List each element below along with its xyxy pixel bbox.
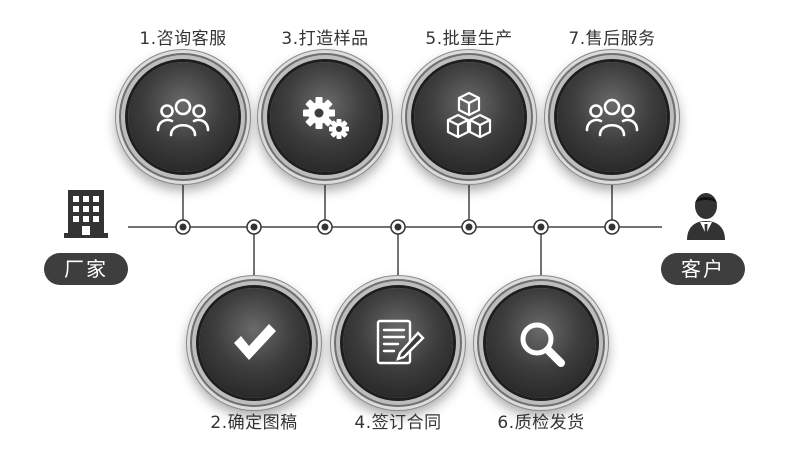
node-dot xyxy=(175,219,191,235)
step-6-circle xyxy=(486,288,596,398)
step-2-circle xyxy=(199,288,309,398)
factory-pill: 厂家 xyxy=(44,253,128,285)
users-icon xyxy=(585,98,639,137)
node-dot xyxy=(246,219,262,235)
step-1-label: 1.咨询客服 xyxy=(139,29,227,49)
step-6-label: 6.质检发货 xyxy=(497,413,585,433)
node-dot xyxy=(604,219,620,235)
magnifier-icon xyxy=(520,322,565,367)
step-1-circle xyxy=(128,62,238,172)
step-4-circle xyxy=(343,288,453,398)
boxes-icon xyxy=(446,91,492,139)
customer-person-icon xyxy=(687,193,725,240)
node-dot xyxy=(533,219,549,235)
node-dot xyxy=(390,219,406,235)
step-7-label: 7.售后服务 xyxy=(568,29,656,49)
step-5-circle xyxy=(414,62,524,172)
checkmark-icon xyxy=(234,324,276,360)
users-icon xyxy=(156,98,210,137)
gears-icon xyxy=(303,97,349,139)
building-icon xyxy=(64,190,108,238)
step-5-label: 5.批量生产 xyxy=(425,29,513,49)
step-3-circle xyxy=(270,62,380,172)
step-7-circle xyxy=(557,62,667,172)
customer-pill: 客户 xyxy=(661,253,745,285)
node-dot xyxy=(461,219,477,235)
node-dot xyxy=(317,219,333,235)
step-2-label: 2.确定图稿 xyxy=(210,413,298,433)
step-4-label: 4.签订合同 xyxy=(354,413,442,433)
step-3-label: 3.打造样品 xyxy=(281,29,369,49)
document-pen-icon xyxy=(376,319,425,365)
